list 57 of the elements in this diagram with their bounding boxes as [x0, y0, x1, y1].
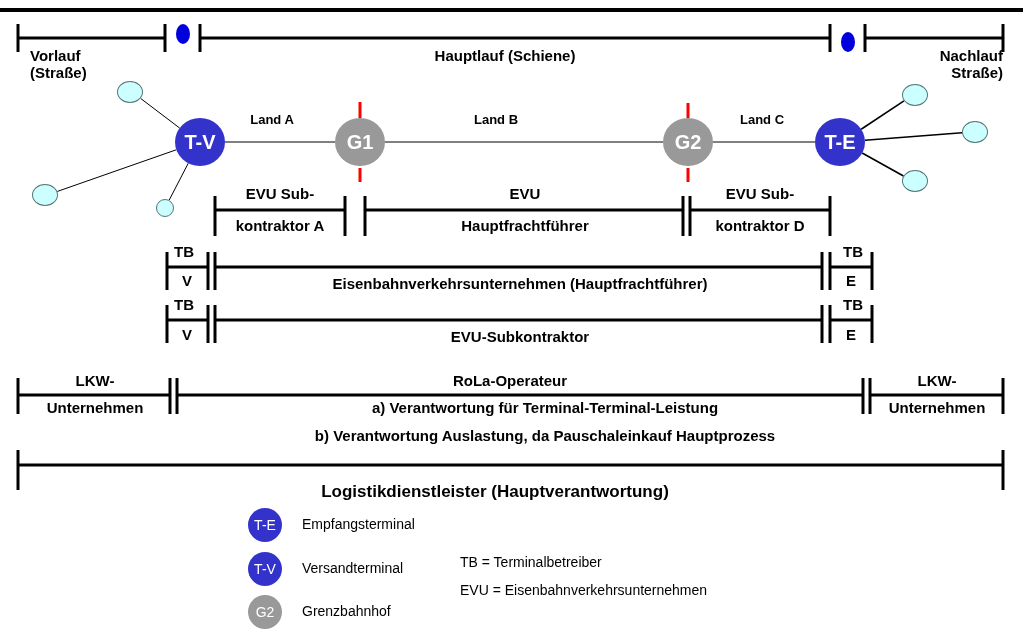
connector-line: [168, 162, 189, 201]
segment-label: RoLa-Operateur: [452, 372, 568, 389]
edge-label: Land B: [471, 112, 521, 127]
segment-label: TB: [174, 296, 194, 313]
segment-label: Unternehmen: [888, 399, 986, 416]
segment-label: E: [846, 326, 856, 343]
segment-label: LKW-: [75, 372, 115, 389]
segment-label: EVU: [509, 185, 541, 202]
terminal-circle: [962, 121, 988, 143]
connector-line: [712, 141, 816, 143]
legend-symbol: G2: [248, 595, 282, 629]
segment-label: EVU Sub-: [725, 185, 795, 202]
station-circle: G2: [663, 118, 713, 166]
segment-label: V: [182, 326, 192, 343]
connector-line: [860, 100, 905, 131]
segment-label: Unternehmen: [46, 399, 144, 416]
segment-label: EVU Sub-: [245, 185, 315, 202]
legend-text: Versandterminal: [302, 560, 404, 576]
edge-label: Land C: [737, 112, 787, 127]
segment-label: E: [846, 272, 856, 289]
segment-label: kontraktor A: [235, 217, 325, 234]
segment-label: Logistikdienstleister (Hauptverantwortung): [321, 483, 669, 500]
responsibility-note: a) Verantwortung für Terminal-Terminal-Leistung: [371, 399, 719, 416]
segment-label: Hauptlauf (Schiene): [434, 47, 576, 64]
segment-label: Hauptfrachtführer: [461, 217, 589, 234]
legend-text: Empfangsterminal: [302, 516, 415, 532]
segment-label: Eisenbahnverkehrsunternehmen (Hauptfrachtführer): [332, 275, 708, 292]
station-circle: G1: [335, 118, 385, 166]
segment-label: V: [182, 272, 192, 289]
segment-label: EVU-Subkontraktor: [450, 328, 590, 345]
abbreviation-note: TB = Terminalbetreiber: [460, 554, 602, 571]
responsibility-note: b) Verantwortung Auslastung, da Pauschaleinkauf Hauptprozess: [314, 427, 776, 444]
edge-label: Land A: [248, 112, 296, 127]
connector-line: [864, 132, 963, 142]
segment-label: LKW-: [917, 372, 957, 389]
segment-label: Vorlauf (Straße): [30, 47, 88, 81]
terminal-circle: [902, 170, 928, 192]
connector-line: [224, 141, 336, 143]
connector-line: [861, 152, 905, 177]
connector-line: [384, 141, 664, 143]
connector-line: [56, 149, 177, 192]
abbreviation-note: EVU = Eisenbahnverkehrsunternehmen: [460, 582, 708, 599]
legend-symbol: T-V: [248, 552, 282, 586]
segment-label: TB: [843, 243, 863, 260]
segment-label: Nachlauf Straße): [938, 47, 1003, 81]
terminal-circle: [902, 84, 928, 106]
segment-label: TB: [174, 243, 194, 260]
terminal-circle: [32, 184, 58, 206]
legend-symbol: T-E: [248, 508, 282, 542]
connector-line: [140, 97, 181, 129]
legend-text: Grenzbahnhof: [302, 603, 391, 619]
station-circle: T-E: [815, 118, 865, 166]
station-circle: T-V: [175, 118, 225, 166]
terminal-circle: [117, 81, 143, 103]
segment-label: TB: [843, 296, 863, 313]
terminal-circle: [156, 199, 174, 217]
segment-label: kontraktor D: [715, 217, 805, 234]
